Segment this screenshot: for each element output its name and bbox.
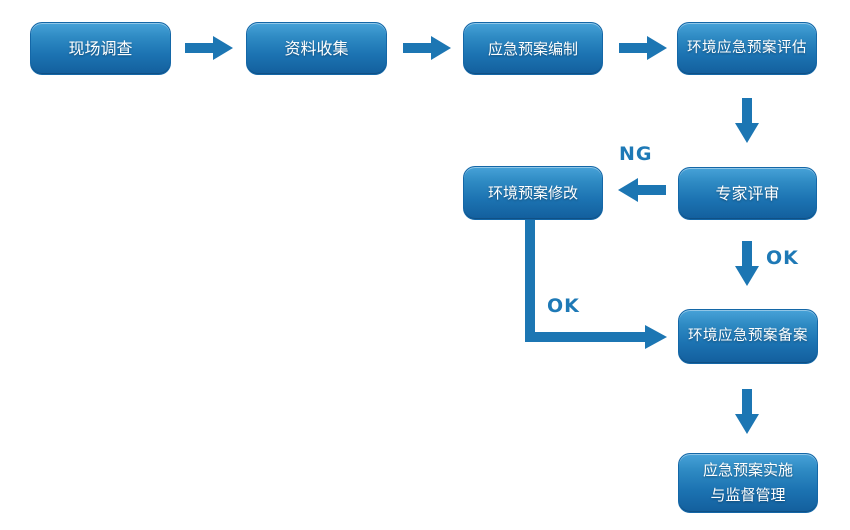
node-expert-review: 专家评审 bbox=[678, 167, 817, 220]
arrow-head-down-icon bbox=[735, 414, 759, 434]
arrow-review-to-revision bbox=[618, 178, 666, 202]
arrow-review-to-filing bbox=[735, 241, 759, 286]
node-site-survey: 现场调查 bbox=[30, 22, 171, 75]
arrow-filing-to-implementation bbox=[735, 389, 759, 434]
node-plan-compilation: 应急预案编制 bbox=[463, 22, 603, 75]
edge-label-ok-revision: OK bbox=[547, 295, 580, 317]
arrow-head-left-icon bbox=[618, 178, 638, 202]
edge-label-ok-review: OK bbox=[766, 247, 799, 269]
node-plan-filing: 环境应急预案备案 bbox=[678, 309, 818, 364]
arrow-shaft bbox=[638, 185, 666, 195]
node-label-line1: 应急预案实施 bbox=[702, 461, 793, 479]
arrow-compilation-to-assessment bbox=[619, 36, 667, 60]
arrow-shaft bbox=[619, 43, 647, 53]
connector-revision-right-segment bbox=[525, 332, 645, 342]
arrow-assessment-to-review bbox=[735, 98, 759, 143]
node-label: 应急预案编制 bbox=[487, 39, 578, 58]
node-implementation: 应急预案实施 与监督管理 bbox=[678, 453, 818, 513]
node-plan-assessment: 环境应急预案评估 bbox=[677, 22, 817, 75]
node-label: 环境应急预案评估 bbox=[687, 39, 807, 56]
arrow-shaft bbox=[742, 98, 752, 123]
arrow-head-right-icon bbox=[645, 325, 667, 349]
arrow-shaft bbox=[403, 43, 431, 53]
node-label: 环境应急预案备案 bbox=[688, 327, 808, 344]
arrow-head-right-icon bbox=[431, 36, 451, 60]
arrow-head-down-icon bbox=[735, 266, 759, 286]
arrow-data-to-compilation bbox=[403, 36, 451, 60]
arrow-shaft bbox=[185, 43, 213, 53]
arrow-shaft bbox=[742, 241, 752, 266]
node-label: 现场调查 bbox=[68, 38, 133, 58]
node-label: 专家评审 bbox=[715, 183, 780, 203]
node-label: 资料收集 bbox=[284, 38, 349, 58]
connector-revision-down-segment bbox=[525, 220, 535, 342]
arrow-shaft bbox=[742, 389, 752, 414]
arrow-survey-to-data bbox=[185, 36, 233, 60]
node-data-collection: 资料收集 bbox=[246, 22, 387, 75]
node-plan-revision: 环境预案修改 bbox=[463, 166, 603, 220]
node-label: 环境预案修改 bbox=[487, 184, 578, 202]
node-label-line2: 与监督管理 bbox=[710, 486, 786, 504]
arrow-head-down-icon bbox=[735, 123, 759, 143]
arrow-head-right-icon bbox=[213, 36, 233, 60]
arrow-head-right-icon bbox=[647, 36, 667, 60]
edge-label-ng: NG bbox=[619, 143, 653, 165]
